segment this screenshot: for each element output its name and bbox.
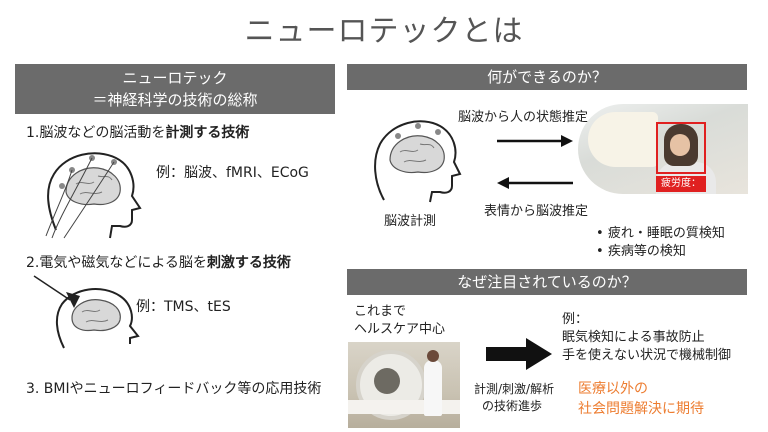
left-arrow-icon [497, 177, 573, 189]
page-title: ニューロテックとは [244, 14, 524, 49]
item1-prefix: 1.脳波などの脳活動を [26, 125, 166, 141]
progress-line1: 計測/刺激/解析 [474, 382, 555, 396]
attention-header-bar: なぜ注目されているのか？ [347, 269, 747, 295]
item1-text: 1.脳波などの脳活動を計測する技術 [26, 122, 249, 142]
expectation-line1: 医療以外の [578, 381, 648, 397]
fatigue-score-tag: 疲労度：45 [656, 176, 706, 205]
face-detection-box [656, 122, 706, 174]
bullet-item: • 疲れ・睡眠の質検知 [596, 222, 725, 241]
bullet-dot: • [596, 244, 608, 259]
big-right-arrow-icon [486, 338, 552, 370]
capabilities-header-bar: 何ができるのか？ [347, 64, 747, 90]
bullet-dot: • [596, 226, 608, 241]
item2-prefix: 2.電気や磁気などによる脳を [26, 255, 207, 271]
eeg-head-icon [45, 152, 142, 239]
item2-bold: 刺激する技術 [206, 255, 291, 271]
bullet-text: 疾病等の検知 [607, 244, 686, 259]
example-line1: 眠気検知による事故防止 [562, 330, 705, 345]
top-arrow-label: 脳波から人の状態推定 [458, 110, 589, 125]
item1-bold: 計測する技術 [165, 125, 250, 141]
right-arrow-icon [497, 135, 573, 147]
left-header-bar: ニューロテック ＝神経科学の技術の総称 [15, 64, 335, 114]
item2-text: 2.電気や磁気などによる脳を刺激する技術 [26, 252, 291, 272]
brain-head-icon [374, 120, 462, 203]
stimulation-head-icon [33, 275, 140, 349]
bullet-item: • 疾病等の検知 [596, 240, 686, 259]
ct-scanner-photo [348, 342, 460, 428]
head-label: 脳波計測 [384, 214, 437, 229]
until-now-line2: ヘルスケア中心 [354, 322, 446, 337]
bottom-arrow-label: 表情から脳波推定 [484, 204, 589, 219]
example-label: 例： [562, 312, 589, 327]
left-header-line2: ＝神経科学の技術の総称 [92, 91, 258, 109]
item2-example: 例：TMS、tES [136, 299, 231, 315]
until-now-line1: これまで [354, 304, 407, 319]
bullet-text: 疲れ・睡眠の質検知 [607, 226, 725, 241]
expectation-line2: 社会問題解決に期待 [578, 401, 704, 417]
left-header-line1: ニューロテック [122, 69, 228, 87]
example-line2: 手を使えない状況で機械制御 [562, 348, 732, 363]
item1-example: 例：脳波、fMRI、ECoG [156, 165, 309, 181]
progress-line2: の技術進歩 [482, 399, 543, 413]
item3-text: 3. BMIやニューロフィードバック等の応用技術 [26, 381, 322, 397]
